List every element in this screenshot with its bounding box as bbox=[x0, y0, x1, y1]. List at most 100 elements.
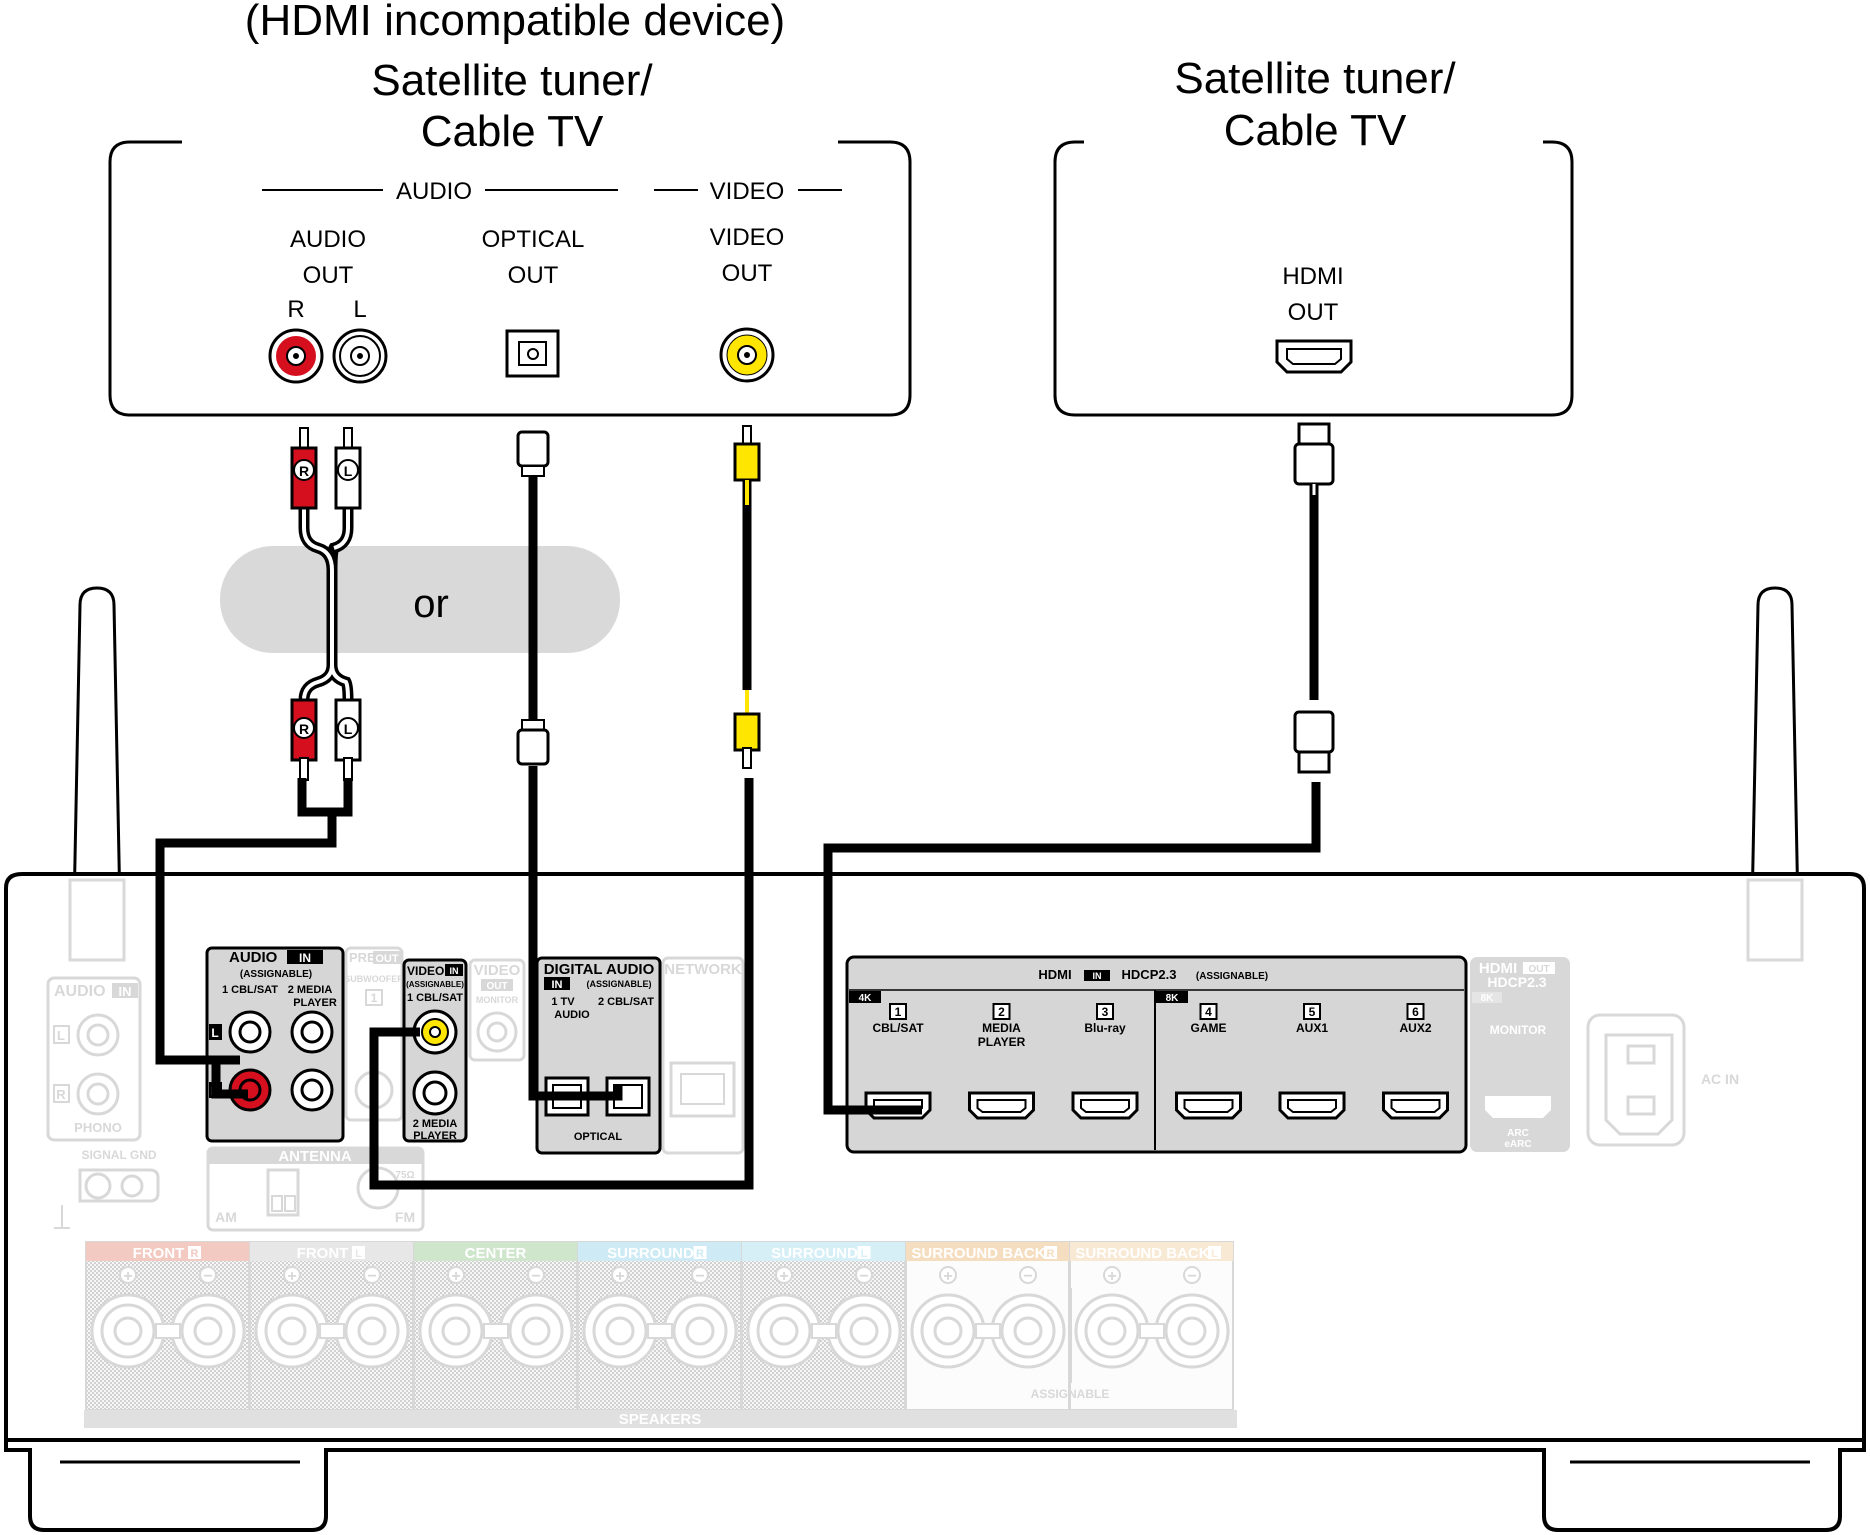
hdmi-out-earc: eARC bbox=[1504, 1139, 1531, 1150]
foot-right bbox=[1542, 1448, 1842, 1532]
plus-sign: + bbox=[123, 1268, 132, 1285]
pre-out-num: 1 bbox=[371, 991, 378, 1005]
hdmi-in-port-label-2: PLAYER bbox=[978, 1035, 1026, 1049]
digital-audio-in1-line1: 1 TV bbox=[551, 996, 575, 1008]
digital-audio-badge: IN bbox=[552, 979, 563, 991]
optical-out-label-1: OPTICAL bbox=[482, 226, 585, 253]
hdmi-in-port-number: 6 bbox=[1412, 1005, 1419, 1019]
av-receiver: AUDIO IN L R PHONO SIGNAL GND AUDIO IN bbox=[4, 586, 1866, 1532]
hdmi-out-label-2: OUT bbox=[1288, 299, 1339, 326]
audio-out-label-1: AUDIO bbox=[290, 226, 366, 253]
plug-r-bottom-label: R bbox=[299, 721, 309, 737]
hdmi-in-panel: HDMI IN HDCP2.3 (ASSIGNABLE) 4K 8K 1CBL/… bbox=[845, 955, 1468, 1154]
plus-sign: + bbox=[287, 1268, 296, 1285]
audio-out-label-2: OUT bbox=[303, 262, 354, 289]
minus-sign: − bbox=[859, 1268, 868, 1285]
rca-plug-red-top: R bbox=[290, 427, 318, 510]
hdmi-out-monitor-label: MONITOR bbox=[1490, 1023, 1547, 1037]
ac-inlet: AC IN bbox=[1586, 1013, 1739, 1147]
right-source-device: Satellite tuner/ Cable TV HDMI OUT bbox=[1053, 54, 1574, 417]
video-in-badge: IN bbox=[450, 966, 459, 976]
speaker-group-side: R bbox=[191, 1248, 199, 1260]
network-port: NETWORK bbox=[661, 956, 745, 1155]
speaker-group-label: SURROUND BACK bbox=[911, 1245, 1045, 1262]
video-in-input1: 1 CBL/SAT bbox=[407, 992, 463, 1004]
pre-out-title-b: OUT bbox=[375, 953, 399, 965]
hdmi-in-port-label: GAME bbox=[1191, 1021, 1227, 1035]
video-cable bbox=[369, 425, 761, 1190]
antenna-right bbox=[1750, 586, 1800, 912]
signal-gnd-label: SIGNAL GND bbox=[81, 1148, 156, 1162]
plus-sign: + bbox=[943, 1268, 952, 1285]
left-device-box bbox=[108, 140, 912, 417]
hdmi-in-title: HDMI bbox=[1038, 967, 1071, 982]
minus-sign: − bbox=[203, 1268, 212, 1285]
hdmi-in-port-number: 1 bbox=[895, 1005, 902, 1019]
speaker-group-side: R bbox=[696, 1248, 704, 1260]
hdmi-in-port-label: AUX2 bbox=[1399, 1021, 1431, 1035]
hdmi-out-jack bbox=[1275, 339, 1353, 374]
hdmi-in-port-label: CBL/SAT bbox=[872, 1021, 924, 1035]
right-device-title-line1: Satellite tuner/ bbox=[1174, 54, 1456, 103]
left-device-title-line2: Cable TV bbox=[421, 107, 604, 156]
video-out-sub: MONITOR bbox=[476, 995, 519, 1005]
hdmi-incompatible-note: (HDMI incompatible device) bbox=[245, 0, 785, 45]
hdmi-cable bbox=[823, 422, 1335, 1115]
hdmi-in-port-label: AUX1 bbox=[1296, 1021, 1328, 1035]
channel-r-label: R bbox=[287, 296, 304, 323]
or-label: or bbox=[413, 582, 449, 626]
video-out-badge: OUT bbox=[486, 981, 507, 992]
speaker-group-side: L bbox=[1211, 1248, 1218, 1260]
speaker-group-2: FRONT L + − bbox=[249, 1241, 414, 1411]
plus-sign: + bbox=[615, 1268, 624, 1285]
rca-jack-red bbox=[268, 328, 324, 384]
rca-cable-route bbox=[155, 778, 353, 1099]
hdmi-in-badge: IN bbox=[1093, 971, 1102, 981]
channel-l-label: L bbox=[353, 296, 366, 323]
hdmi-in-port-number: 4 bbox=[1205, 1005, 1212, 1019]
optical-out-label-2: OUT bbox=[508, 262, 559, 289]
hdmi-out-badge: OUT bbox=[1528, 964, 1549, 975]
right-device-box bbox=[1053, 140, 1574, 417]
hdmi-in-port-number: 5 bbox=[1309, 1005, 1316, 1019]
speaker-group-label: FRONT bbox=[297, 1245, 349, 1262]
video-out-title: VIDEO bbox=[474, 962, 521, 979]
audio-in-sub: (ASSIGNABLE) bbox=[240, 969, 312, 980]
audio-in-col1: 1 CBL/SAT bbox=[222, 984, 278, 996]
video-in-input2-line2: PLAYER bbox=[413, 1130, 457, 1142]
speaker-group-side: L bbox=[355, 1248, 362, 1260]
ac-in-label: AC IN bbox=[1701, 1071, 1739, 1087]
minus-sign: − bbox=[367, 1268, 376, 1285]
digital-audio-in1-line2: AUDIO bbox=[554, 1009, 590, 1021]
digital-audio-in2: 2 CBL/SAT bbox=[598, 996, 654, 1008]
video-out-label-2: OUT bbox=[722, 260, 773, 287]
antenna-fm: FM bbox=[395, 1209, 415, 1225]
antenna-title: ANTENNA bbox=[278, 1148, 351, 1165]
speaker-group-label: FRONT bbox=[133, 1245, 185, 1262]
pre-out-title-a: PRE bbox=[349, 950, 376, 965]
foot-left bbox=[28, 1448, 328, 1532]
plus-sign: + bbox=[451, 1268, 460, 1285]
network-label: NETWORK bbox=[664, 961, 742, 978]
cables: R L R L bbox=[155, 422, 1335, 1190]
hdmi-in-port-label: Blu-ray bbox=[1084, 1021, 1126, 1035]
plus-sign: + bbox=[1107, 1268, 1116, 1285]
minus-sign: − bbox=[531, 1268, 540, 1285]
rca-plug-white-bottom: L bbox=[334, 698, 362, 781]
audio-in-col2-line1: 2 MEDIA bbox=[288, 984, 333, 996]
phono-audio-in: AUDIO IN L R PHONO SIGNAL GND bbox=[46, 976, 160, 1229]
phono-title: AUDIO bbox=[54, 983, 106, 1000]
phono-r: R bbox=[56, 1087, 66, 1102]
hdmi-out-arc: ARC bbox=[1507, 1128, 1529, 1139]
optical-jack bbox=[505, 329, 560, 378]
